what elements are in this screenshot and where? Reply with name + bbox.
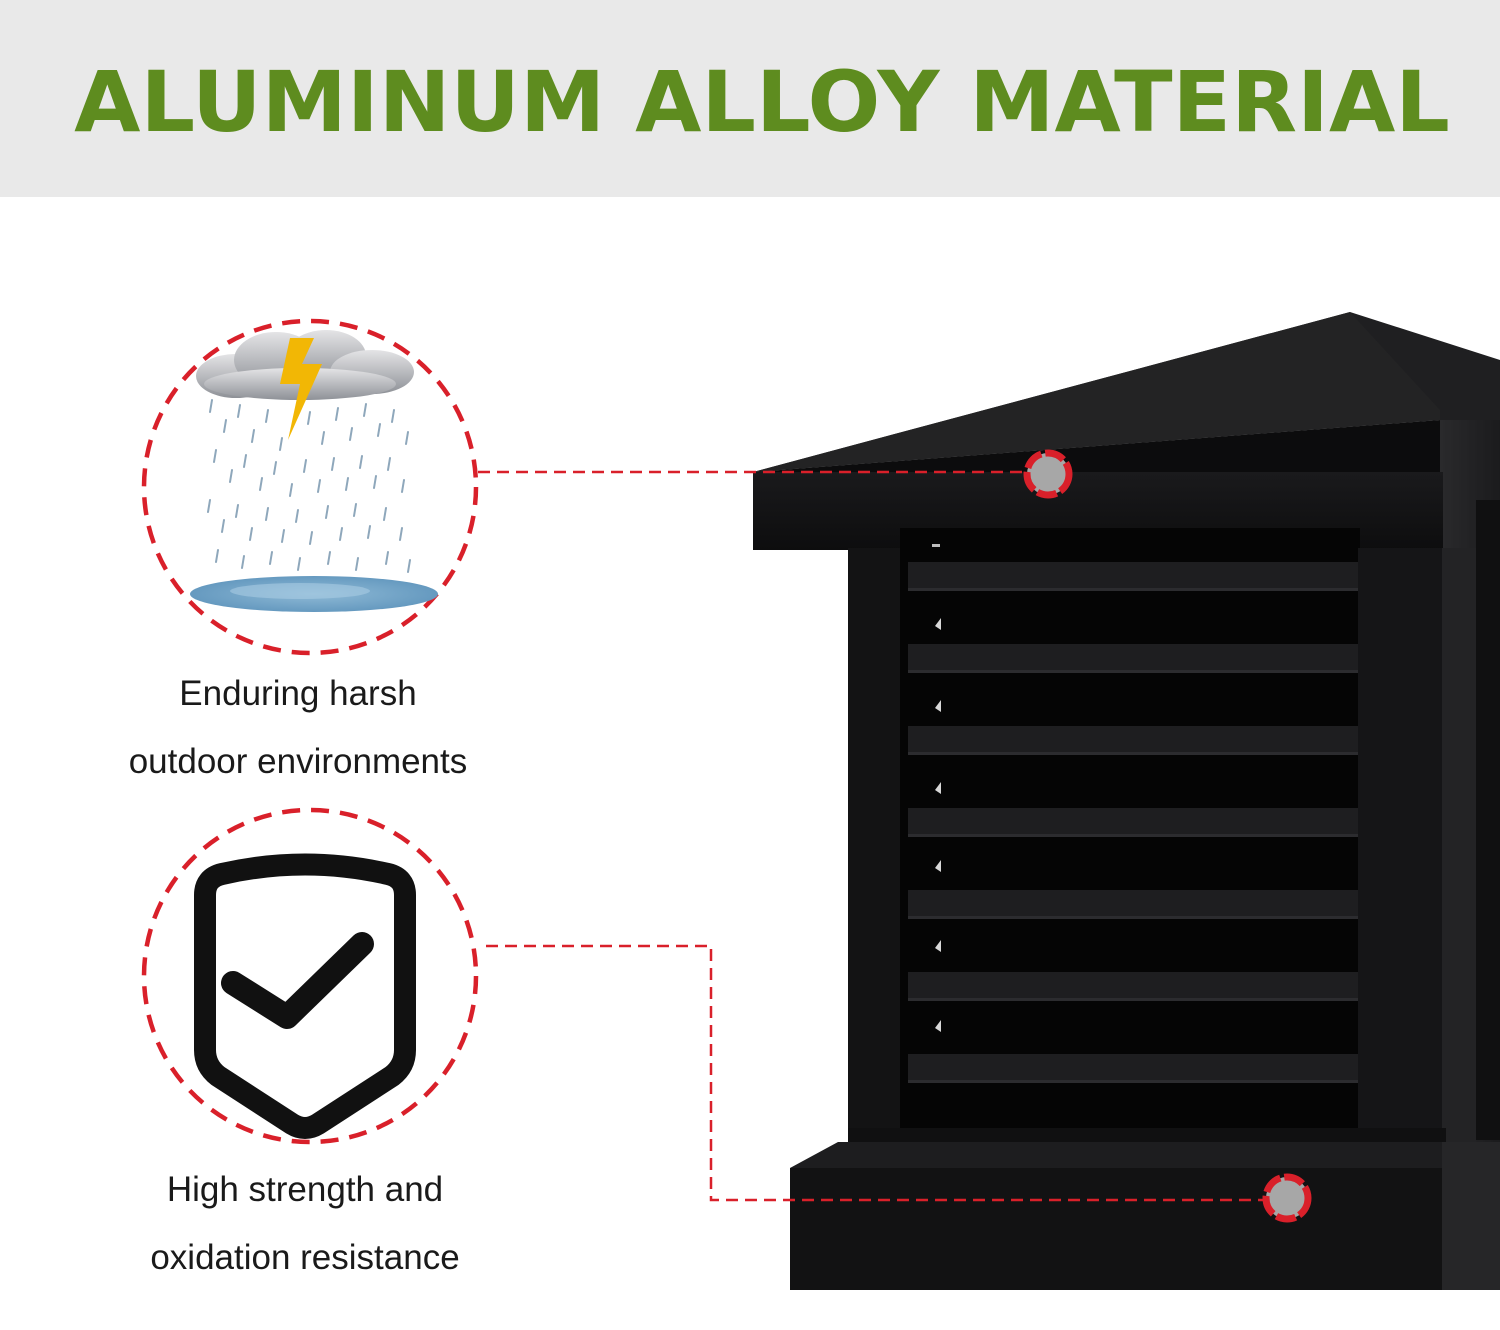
callout-marker-top <box>1023 449 1073 499</box>
caption-line: oxidation resistance <box>150 1238 460 1277</box>
feature-circle-weather <box>141 318 479 656</box>
caption-line: Enduring harsh <box>179 674 417 713</box>
header-banner: ALUMINUM ALLOY MATERIAL <box>0 0 1500 197</box>
caption-line: High strength and <box>166 1170 444 1209</box>
feature-caption-strength: High strength and oxidation resistance <box>60 1156 550 1292</box>
feature-circle-shield <box>141 807 479 1145</box>
callout-marker-bottom <box>1262 1173 1312 1223</box>
storm-cloud-rain-icon <box>190 330 438 612</box>
shield-check-icon <box>194 853 416 1139</box>
leader-lines <box>478 470 1264 1202</box>
post-cap-product <box>753 312 1500 1290</box>
page-title: ALUMINUM ALLOY MATERIAL <box>74 53 1450 151</box>
louver-slats <box>908 544 1358 1083</box>
caption-line: outdoor environments <box>128 742 468 781</box>
feature-caption-weather: Enduring harsh outdoor environments <box>60 660 536 796</box>
leader-line-bottom <box>486 944 1264 1202</box>
